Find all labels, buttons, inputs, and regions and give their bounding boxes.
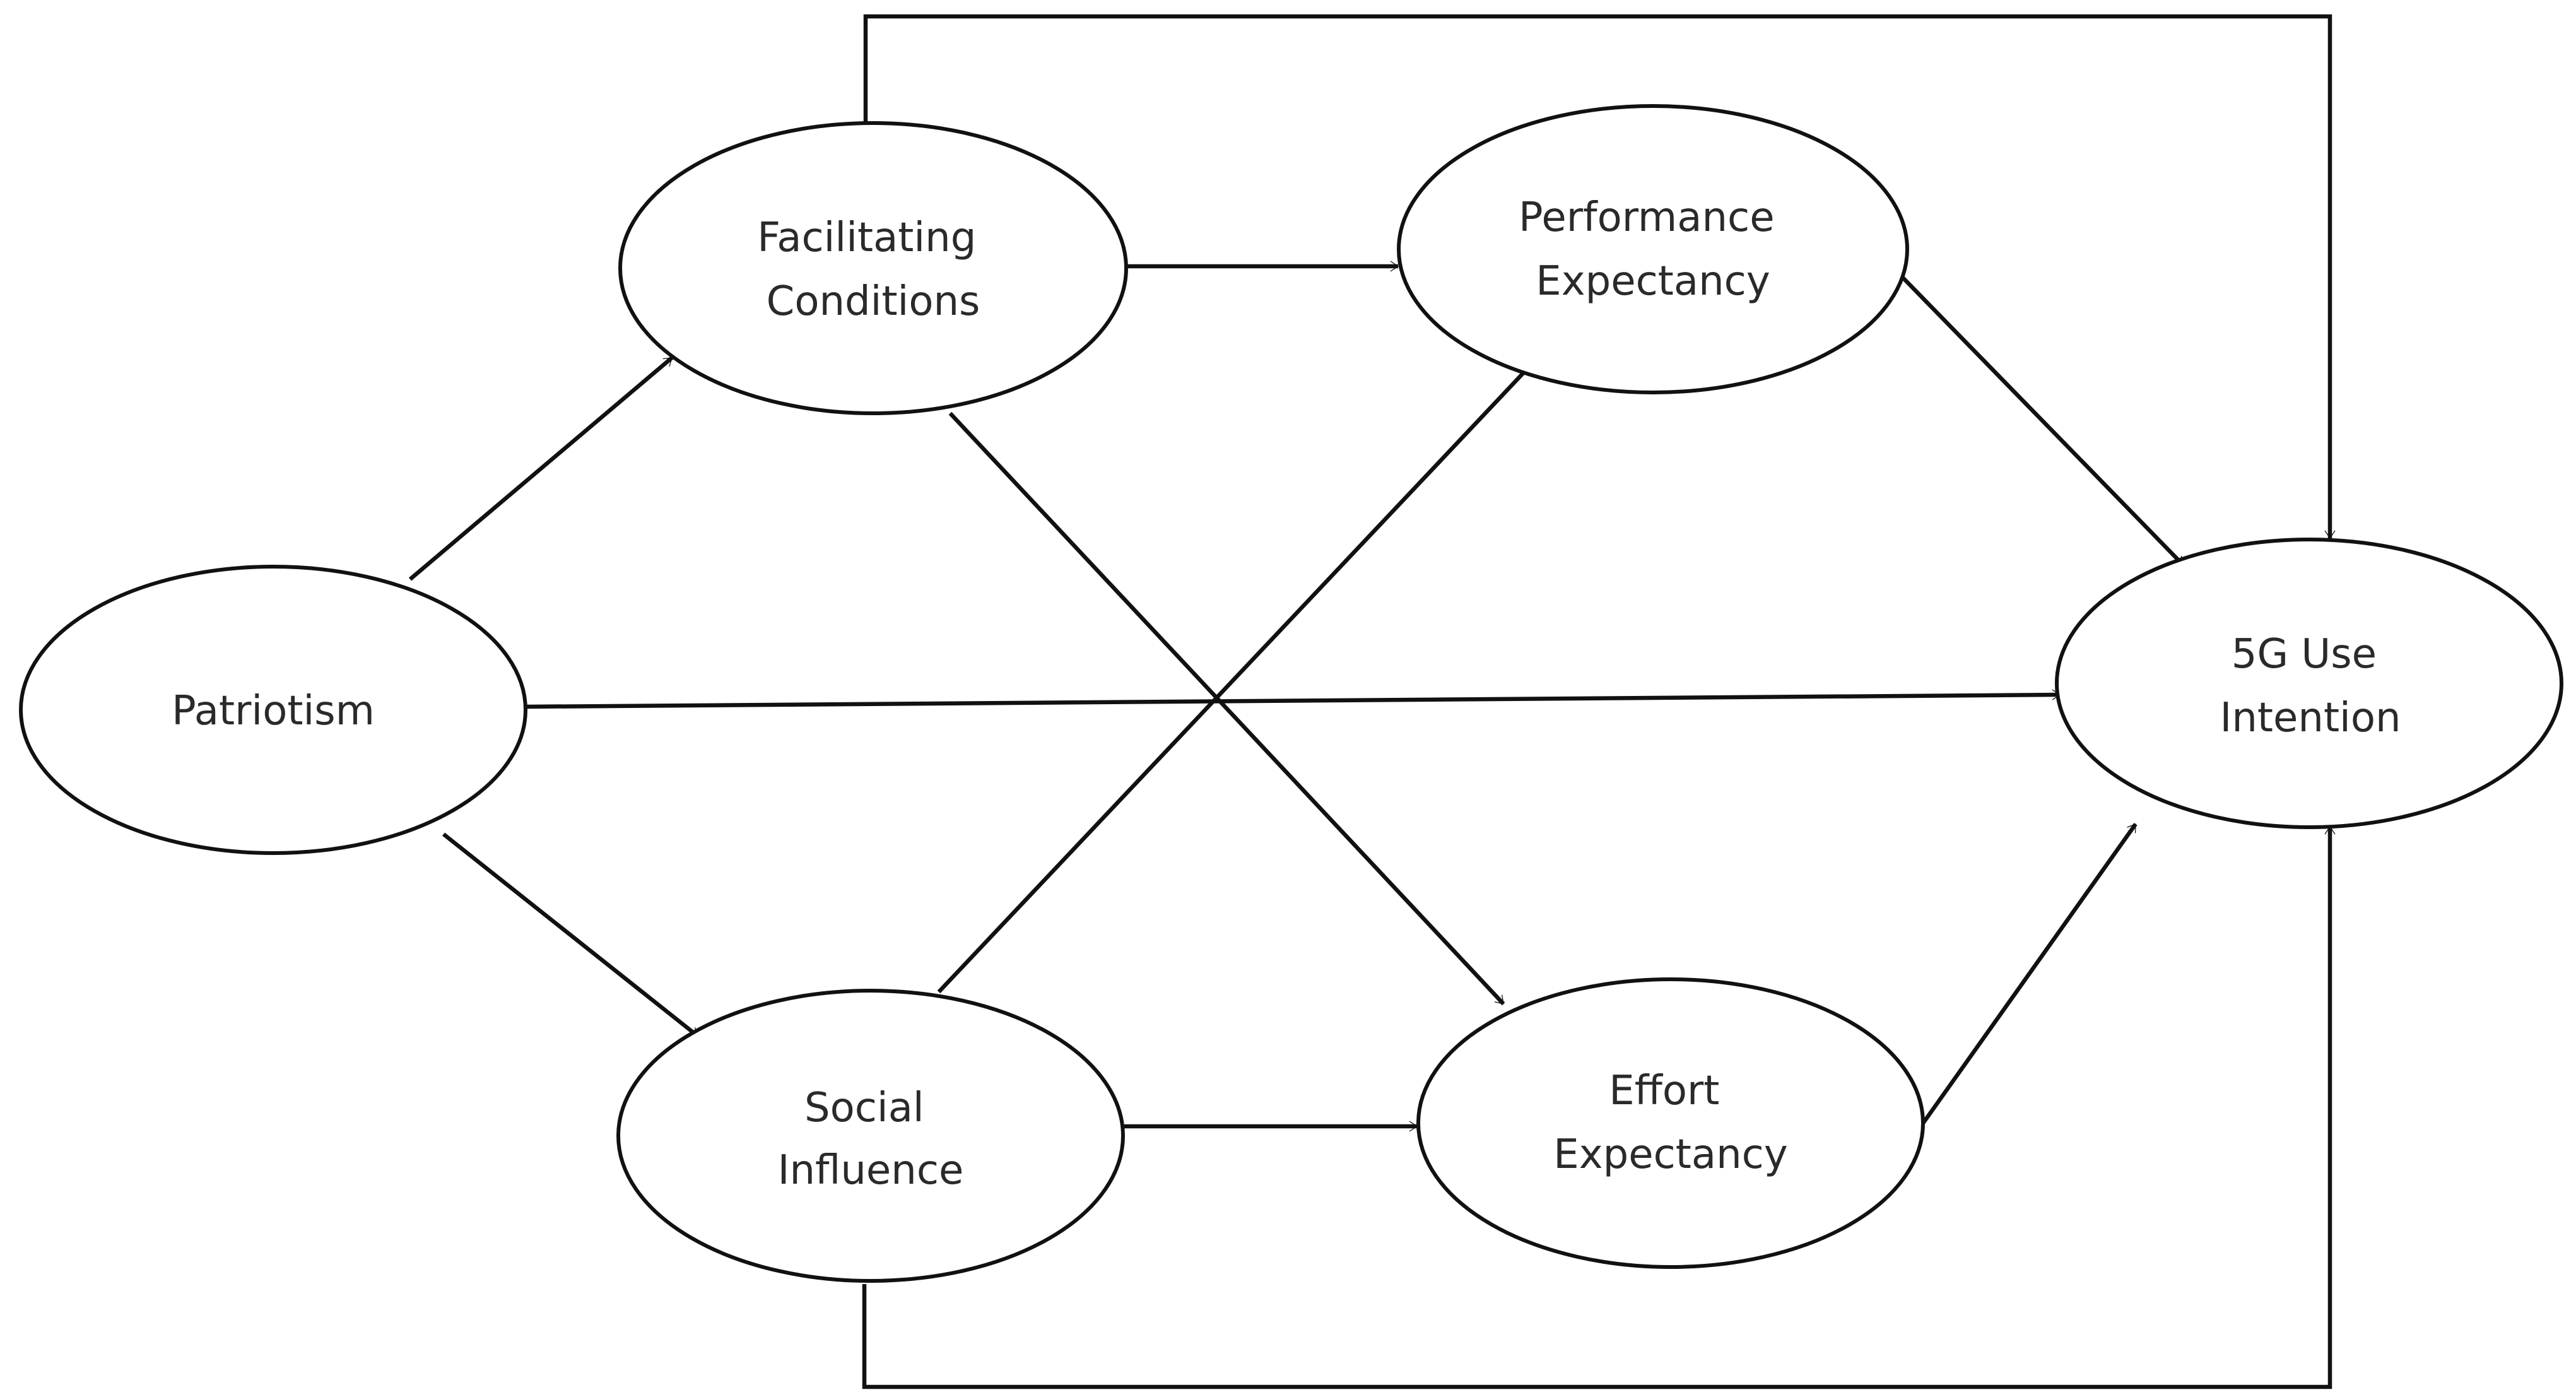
performance-expectancy-label-line-2: Expectancy	[1536, 258, 1770, 305]
social-influence-ellipse	[616, 989, 1125, 1283]
node-social-influence: Social Influence	[616, 989, 1125, 1283]
use-intention-label-line-2: Intention	[2220, 695, 2401, 741]
social-influence-label: Social Influence	[778, 1085, 964, 1194]
use-intention-label-line-1: 5G Use	[2232, 631, 2377, 678]
patriotism-label: Patriotism	[172, 688, 375, 734]
social-influence-label-line-2: Influence	[778, 1147, 964, 1194]
node-use-intention: 5G Use Intention	[2055, 538, 2563, 829]
edge-patriotism-to-social-influence	[442, 832, 700, 1038]
use-intention-ellipse	[2055, 538, 2563, 829]
performance-expectancy-ellipse	[1397, 104, 1909, 394]
effort-expectancy-label-line-2: Expectancy	[1553, 1131, 1787, 1178]
node-performance-expectancy: Performance Expectancy	[1397, 104, 1909, 394]
edge-social-influence-to-use-intention	[862, 825, 2336, 1389]
social-influence-label-line-1: Social	[804, 1085, 924, 1131]
performance-expectancy-label: Performance Expectancy	[1519, 194, 1787, 305]
patriotism-label-line-1: Patriotism	[172, 688, 375, 734]
edge-effort-expectancy-to-use-intention	[1920, 823, 2138, 1126]
node-effort-expectancy: Effort Expectancy	[1416, 977, 1925, 1269]
edges-layer	[408, 14, 2336, 1389]
node-facilitating-conditions: Facilitating Conditions	[618, 121, 1128, 415]
edge-facilitating-conditions-to-effort-expectancy	[948, 411, 1505, 1006]
nodes-layer: Patriotism Facilitating Conditions Socia…	[19, 104, 2563, 1283]
edge-patriotism-to-use-intention	[526, 689, 2061, 709]
edge-patriotism-to-facilitating-conditions	[408, 356, 674, 581]
use-intention-label: 5G Use Intention	[2220, 631, 2401, 741]
facilitating-conditions-ellipse	[618, 121, 1128, 415]
effort-expectancy-label: Effort Expectancy	[1553, 1068, 1787, 1178]
effort-expectancy-ellipse	[1416, 977, 1925, 1269]
facilitating-conditions-label: Facilitating Conditions	[757, 215, 989, 325]
facilitating-conditions-label-line-1: Facilitating	[757, 215, 976, 261]
edge-facilitating-conditions-to-use-intention	[863, 14, 2336, 539]
edge-social-influence-to-performance-expectancy	[937, 364, 1532, 994]
facilitating-conditions-label-line-2: Conditions	[767, 278, 980, 325]
node-patriotism: Patriotism	[19, 565, 527, 855]
edge-performance-expectancy-to-use-intention	[1901, 276, 2185, 567]
effort-expectancy-label-line-1: Effort	[1609, 1068, 1719, 1114]
performance-expectancy-label-line-1: Performance	[1519, 194, 1775, 241]
patriotism-ellipse	[19, 565, 527, 855]
